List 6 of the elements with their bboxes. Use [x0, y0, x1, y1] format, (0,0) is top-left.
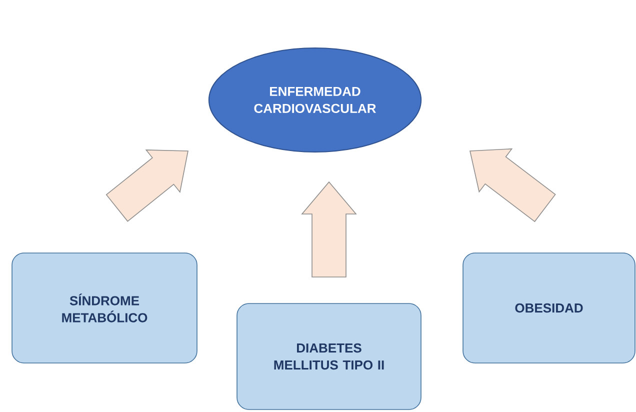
block-arrow — [106, 150, 188, 222]
rounded-box: DIABETES MELLITUS TIPO II — [236, 303, 422, 410]
rounded-box: OBESIDAD — [462, 252, 636, 364]
oval-node: ENFERMEDAD CARDIOVASCULAR — [208, 48, 422, 152]
rounded-box: SÍNDROME METABÓLICO — [12, 252, 198, 364]
block-arrow — [301, 181, 357, 278]
